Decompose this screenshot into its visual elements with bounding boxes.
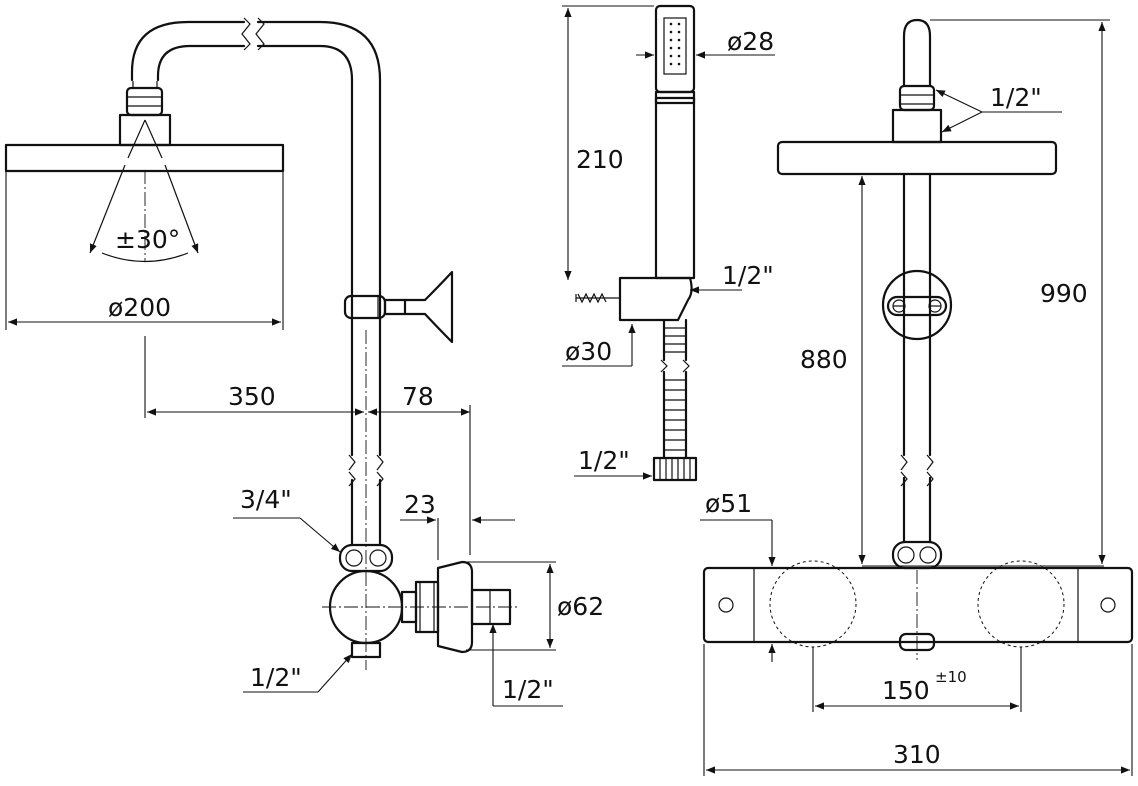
head-nut	[125, 86, 164, 117]
centres-tolerance-label: ±10	[935, 668, 967, 686]
hand-shower-view: ø28 210 1/2" ø30 1/2"	[562, 4, 775, 482]
wall-flange-bracket	[403, 270, 454, 344]
riser-thread-label: 1/2"	[990, 83, 1042, 112]
head-height-label: 880	[800, 345, 848, 374]
head-block	[891, 108, 943, 144]
wall-thread-label: 1/2"	[502, 675, 554, 704]
spray-nozzles	[669, 22, 681, 66]
thermostat-body	[702, 566, 1134, 644]
knob-diameter-label: ø51	[705, 489, 752, 518]
hose-thread-label: 1/2"	[578, 446, 630, 475]
head-diameter-label: ø200	[108, 293, 171, 322]
arm-reach-label: 350	[228, 382, 276, 411]
hand-shower-handle	[654, 90, 696, 280]
centres-label: 150	[882, 676, 930, 705]
shower-holder	[618, 276, 693, 322]
wall-flange	[436, 560, 474, 654]
overall-width-label: 310	[893, 740, 941, 769]
shower-head	[4, 143, 285, 173]
front-view: 1/2" 990 880	[700, 18, 1134, 776]
hand-diameter-label: ø28	[727, 27, 774, 56]
end-cap-left	[718, 597, 734, 613]
inlet-top-label: 3/4"	[240, 485, 292, 514]
knob-right	[977, 560, 1065, 648]
hand-shower-head	[654, 4, 696, 94]
holder-diameter-label: ø30	[565, 337, 612, 366]
head-hub	[118, 113, 172, 147]
bracket-offset-label: 78	[402, 382, 434, 411]
inlet-bottom-label: 1/2"	[250, 663, 302, 692]
slide-bracket-front	[881, 269, 953, 341]
riser-cap	[902, 18, 932, 88]
offset-small-label: 23	[404, 490, 436, 519]
shower-head-front	[776, 140, 1058, 176]
knob-left	[769, 560, 857, 648]
hose-nut	[652, 456, 698, 482]
riser-coupling-front	[891, 540, 943, 570]
overall-height-label: 990	[1040, 279, 1088, 308]
hose-upper	[662, 318, 688, 362]
riser-top	[256, 20, 382, 457]
shower-arm	[130, 20, 246, 82]
side-view: ±30° ø200 350 78	[4, 17, 604, 707]
holder-thread-label: 1/2"	[722, 261, 774, 290]
hand-length-label: 210	[576, 145, 624, 174]
end-cap-right	[1100, 597, 1116, 613]
hose-lower	[662, 370, 688, 460]
spray-angle-label: ±30°	[115, 225, 180, 254]
wall-diameter-label: ø62	[557, 592, 604, 621]
